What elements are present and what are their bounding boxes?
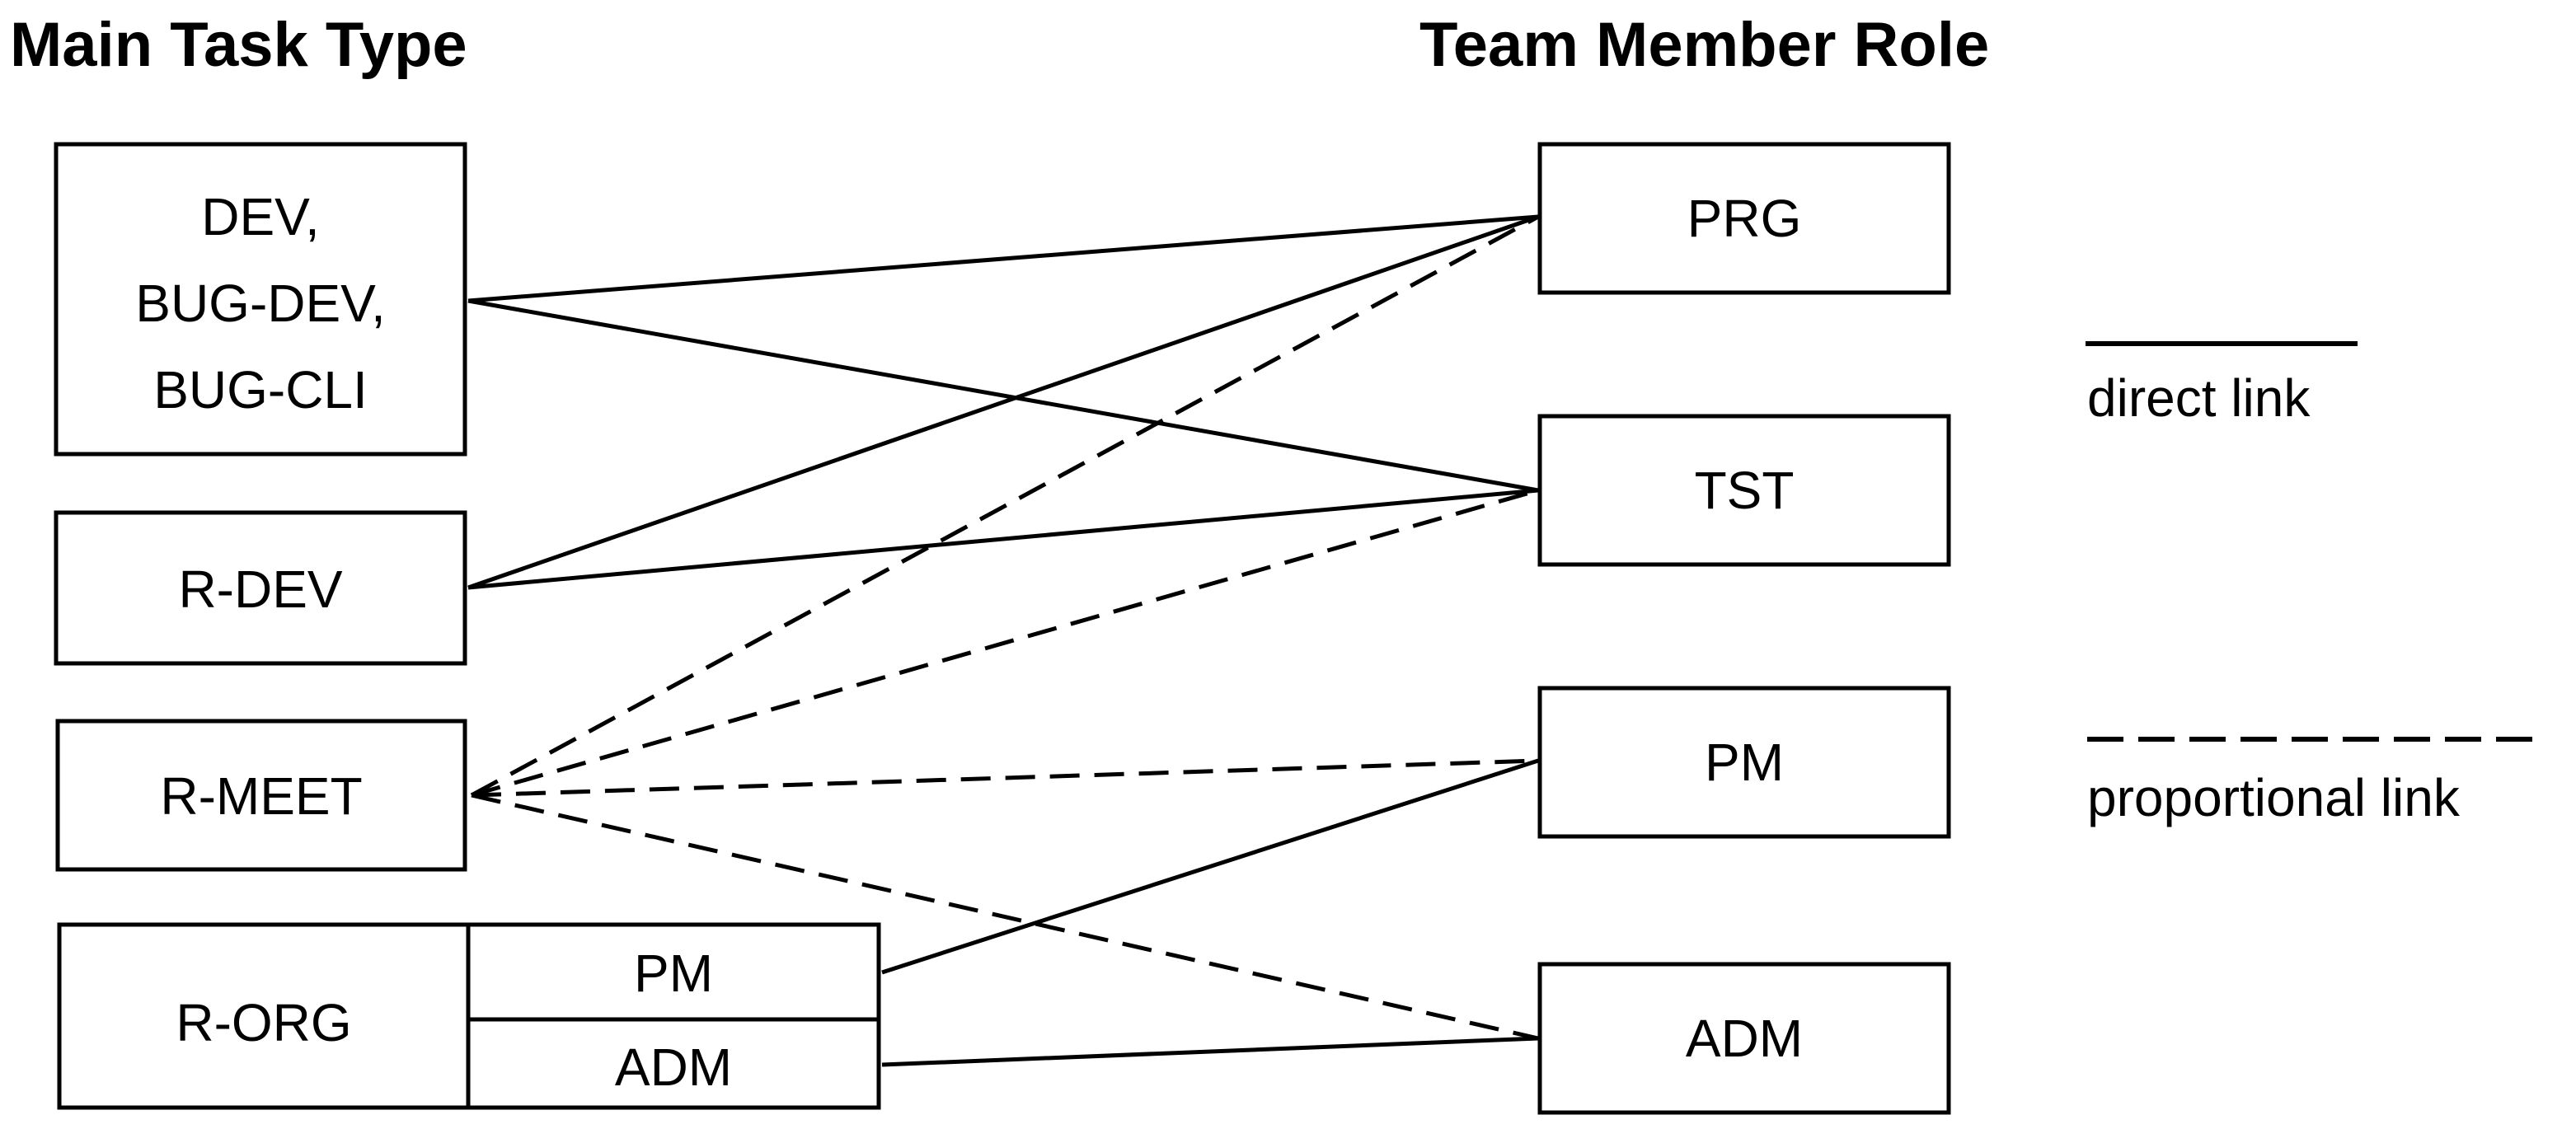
role-label-tst: TST xyxy=(1695,461,1795,520)
link-dev-group-to-tst xyxy=(467,298,1539,493)
link-r-meet-to-adm xyxy=(471,793,1539,1041)
role-tst: TST xyxy=(1537,414,1951,567)
main-task-type-heading: Main Task Type xyxy=(10,10,467,80)
legend-proportional-label: proportional link xyxy=(2087,768,2461,827)
legend: direct link proportional link xyxy=(2086,341,2547,827)
task-label-r-org-pm: PM xyxy=(634,944,713,1003)
team-member-role-heading: Team Member Role xyxy=(1419,10,1989,80)
task-label-dev: DEV, xyxy=(201,187,320,246)
link-r-dev-to-prg xyxy=(467,214,1539,590)
link-r-meet-to-pm xyxy=(471,758,1539,798)
task-type-dev-group: DEV, BUG-DEV, BUG-CLI xyxy=(54,142,467,457)
task-type-r-org: R-ORG PM ADM xyxy=(57,922,881,1110)
role-prg: PRG xyxy=(1537,142,1951,295)
link-r-org-pm-to-pm xyxy=(881,758,1539,975)
role-label-pm: PM xyxy=(1705,733,1784,792)
task-label-bug-dev: BUG-DEV, xyxy=(135,274,386,333)
task-label-bug-cli: BUG-CLI xyxy=(153,360,368,419)
link-r-org-adm-to-adm xyxy=(881,1036,1539,1067)
links-layer xyxy=(467,214,1540,1067)
task-label-r-dev: R-DEV xyxy=(178,560,342,619)
link-r-meet-to-tst xyxy=(471,488,1539,798)
link-r-meet-to-prg xyxy=(470,214,1540,798)
legend-direct-label: direct link xyxy=(2087,368,2311,428)
role-adm: ADM xyxy=(1537,962,1951,1115)
task-type-r-dev: R-DEV xyxy=(54,510,467,666)
task-type-r-meet: R-MEET xyxy=(55,719,467,872)
role-label-adm: ADM xyxy=(1686,1009,1803,1068)
task-label-r-org-adm: ADM xyxy=(615,1038,732,1097)
task-label-r-meet: R-MEET xyxy=(160,766,362,826)
role-label-prg: PRG xyxy=(1687,189,1802,248)
link-r-dev-to-tst xyxy=(467,488,1539,590)
task-label-r-org: R-ORG xyxy=(176,993,351,1052)
link-dev-group-to-prg xyxy=(467,214,1539,303)
role-pm: PM xyxy=(1537,686,1951,839)
